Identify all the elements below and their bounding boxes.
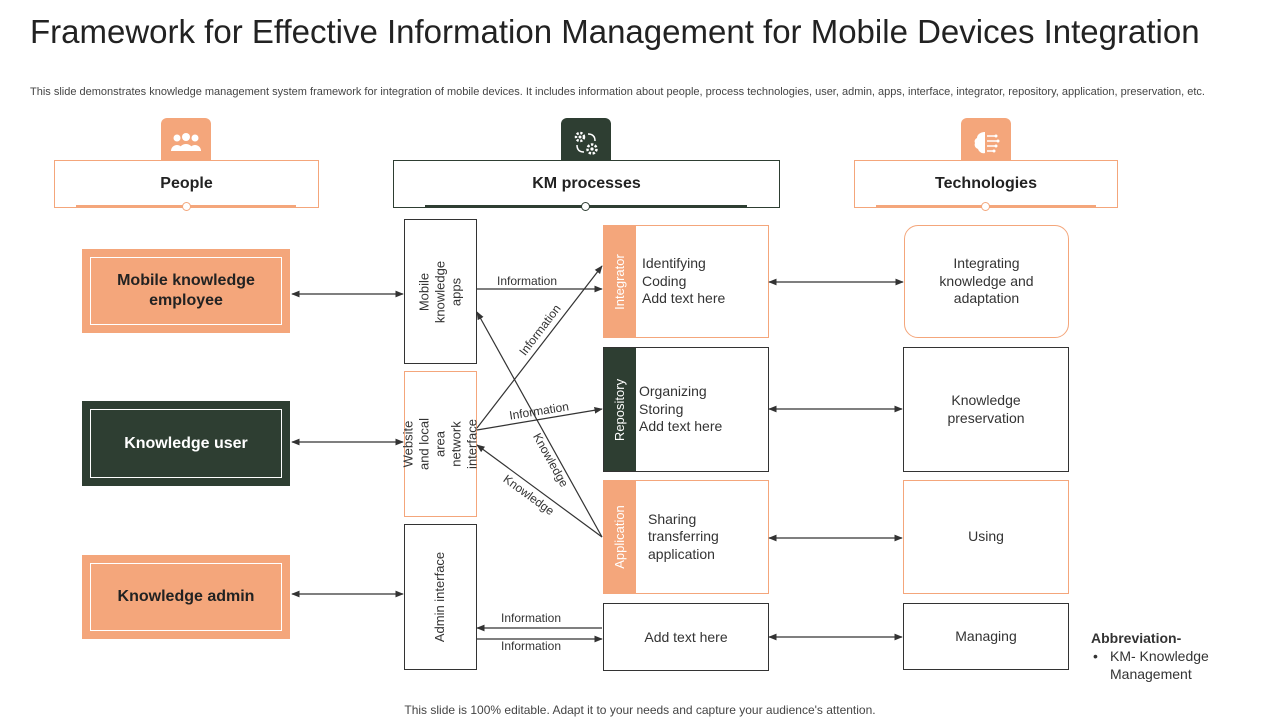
- people-box-label: Knowledge admin: [90, 563, 282, 631]
- arrow-web-repository: [476, 406, 603, 431]
- header-dot: [581, 202, 590, 211]
- column-header-label: KM processes: [532, 175, 641, 192]
- people-box-knowledge-user: Knowledge user: [82, 401, 290, 486]
- slide-subtitle: This slide demonstrates knowledge manage…: [30, 86, 1205, 98]
- column-header-technologies: Technologies: [854, 160, 1118, 208]
- tech-label: Using: [968, 528, 1004, 545]
- km-tag-repository: Repository: [604, 348, 636, 471]
- km-box-application: Application Sharing transferring applica…: [603, 480, 769, 594]
- people-box-knowledge-admin: Knowledge admin: [82, 555, 290, 639]
- tech-label: Knowledge preservation: [947, 392, 1025, 426]
- km-lines: Identifying Coding Add text here: [642, 226, 764, 337]
- slide-footer: This slide is 100% editable. Adapt it to…: [404, 703, 876, 717]
- column-header-label: People: [160, 175, 213, 192]
- people-box-label: Knowledge user: [90, 409, 282, 478]
- km-box-placeholder: Add text here: [603, 603, 769, 671]
- km-line: Sharing: [648, 510, 697, 527]
- arrow-application-apps: [476, 311, 603, 538]
- flow-label-information: Information: [497, 274, 558, 288]
- km-line: application: [648, 545, 715, 562]
- tech-label: Integrating knowledge and adaptation: [939, 255, 1034, 307]
- km-line: Identifying: [642, 255, 706, 272]
- km-line: Organizing: [639, 383, 707, 400]
- tech-box-preservation: Knowledge preservation: [903, 347, 1069, 472]
- tech-label: Managing: [955, 627, 1017, 644]
- gears-cycle-icon: [561, 118, 611, 168]
- header-dot: [182, 202, 191, 211]
- people-box-mobile-knowledge-employee: Mobile knowledge employee: [82, 249, 290, 333]
- flow-label-information: Information: [501, 611, 562, 625]
- bullet-icon: •: [1093, 648, 1098, 664]
- km-line: Storing: [639, 400, 684, 417]
- arrow-web-integrator: [476, 265, 603, 429]
- flow-label-information: Information: [501, 639, 562, 653]
- people-group-icon: [161, 118, 211, 168]
- km-lines: Organizing Storing Add text here: [639, 348, 764, 471]
- abbreviation-title: Abbreviation-: [1091, 630, 1182, 646]
- people-box-label: Mobile knowledge employee: [90, 257, 282, 325]
- km-line: transferring: [648, 528, 719, 545]
- km-line: Coding: [642, 272, 687, 289]
- km-line: Add text here: [639, 418, 723, 435]
- km-line: Add text here: [642, 290, 726, 307]
- km-box-repository: Repository Organizing Storing Add text h…: [603, 347, 769, 472]
- column-header-label: Technologies: [935, 175, 1037, 192]
- interface-box-mobile-apps: Mobile knowledge apps: [404, 219, 477, 364]
- interface-box-admin: Admin interface: [404, 524, 477, 670]
- arrow-application-web: [476, 444, 603, 538]
- tech-box-integrating: Integrating knowledge and adaptation: [904, 225, 1069, 338]
- km-tag-application: Application: [604, 481, 636, 593]
- interface-box-website-lan: Website and local area network interface: [401, 371, 480, 517]
- brain-circuit-icon: [961, 118, 1011, 168]
- tech-box-managing: Managing: [903, 603, 1069, 670]
- column-header-km-processes: KM processes: [393, 160, 780, 208]
- km-tag-integrator: Integrator: [604, 226, 636, 337]
- header-dot: [981, 202, 990, 211]
- slide-title: Framework for Effective Information Mana…: [30, 13, 1200, 50]
- abbreviation-item: KM- Knowledge Management: [1110, 648, 1209, 682]
- km-lines: Sharing transferring application: [648, 481, 764, 593]
- tech-box-using: Using: [903, 480, 1069, 594]
- km-line: Add text here: [644, 629, 728, 645]
